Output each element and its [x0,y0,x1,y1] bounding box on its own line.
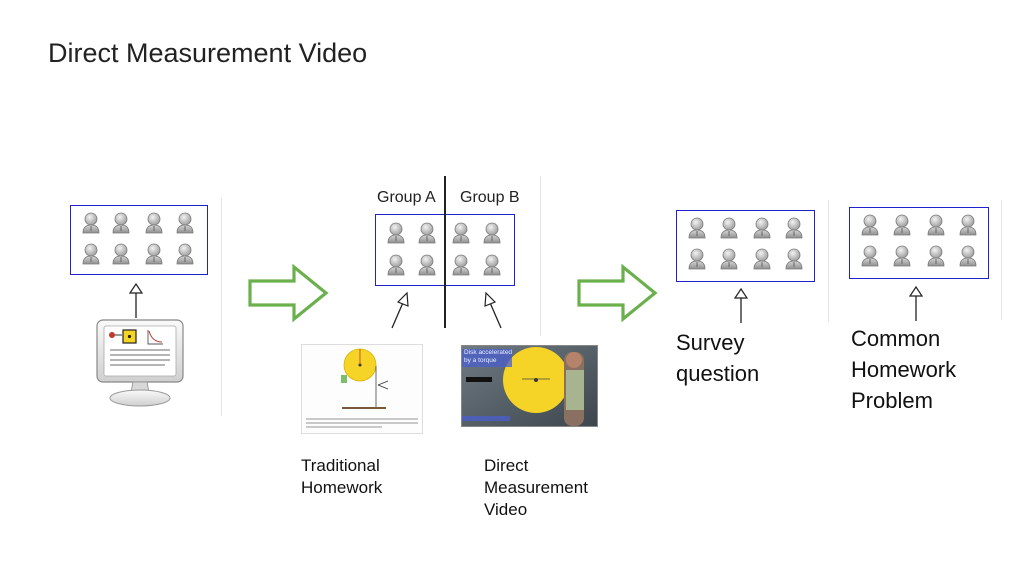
traditional-homework-thumbnail [301,344,423,434]
person-icon [720,248,738,270]
person-icon [82,212,100,234]
person-icon [753,248,771,270]
person-icon [387,254,405,276]
person-icon [688,217,706,239]
person-icon [927,214,945,236]
person-icon [112,243,130,265]
right-arrow-icon [248,264,329,322]
group-b-label: Group B [460,189,520,206]
person-icon [387,222,405,244]
slide-title: Direct Measurement Video [48,38,368,68]
person-icon [452,222,470,244]
students-grid [82,212,194,265]
group-a-label: Group A [377,189,436,206]
person-icon [112,212,130,234]
stage-divider-1 [221,198,222,416]
person-icon [176,243,194,265]
right-arrow-icon [577,264,658,322]
person-icon [418,254,436,276]
students-grid [387,222,501,276]
students-grid [688,217,803,270]
person-icon [145,243,163,265]
video-overlay-text: Disk accelerated by a torque [464,349,513,364]
person-icon [959,245,977,267]
person-icon [483,254,501,276]
students-grid [861,214,977,267]
up-arrow-icon [733,287,749,323]
stage-divider-2 [540,176,541,336]
group-split-line [444,176,446,328]
common-homework-problem-caption: Common Homework Problem [851,326,957,413]
stage-divider-3 [828,200,829,322]
direct-measurement-video-thumbnail: Disk accelerated by a torque [461,345,598,427]
person-icon [176,212,194,234]
person-icon [720,217,738,239]
computer-monitor-icon [96,319,184,407]
person-icon [452,254,470,276]
up-arrow-icon [128,282,144,318]
up-arrow-icon [391,291,409,329]
person-icon [785,248,803,270]
person-icon [483,222,501,244]
person-icon [418,222,436,244]
person-icon [753,217,771,239]
person-icon [959,214,977,236]
person-icon [893,245,911,267]
person-icon [688,248,706,270]
traditional-homework-caption: Traditional Homework [301,456,383,497]
person-icon [927,245,945,267]
direct-measurement-video-caption: Direct Measurement Video [484,456,588,519]
up-arrow-icon [484,291,502,329]
stage-divider-4 [1001,200,1002,320]
class-box-common-homework [849,207,989,279]
person-icon [145,212,163,234]
class-box-survey [676,210,815,282]
person-icon [82,243,100,265]
class-box-initial [70,205,208,275]
person-icon [893,214,911,236]
person-icon [861,245,879,267]
person-icon [861,214,879,236]
person-icon [785,217,803,239]
survey-question-caption: Survey question [676,330,760,386]
up-arrow-icon [908,285,924,321]
